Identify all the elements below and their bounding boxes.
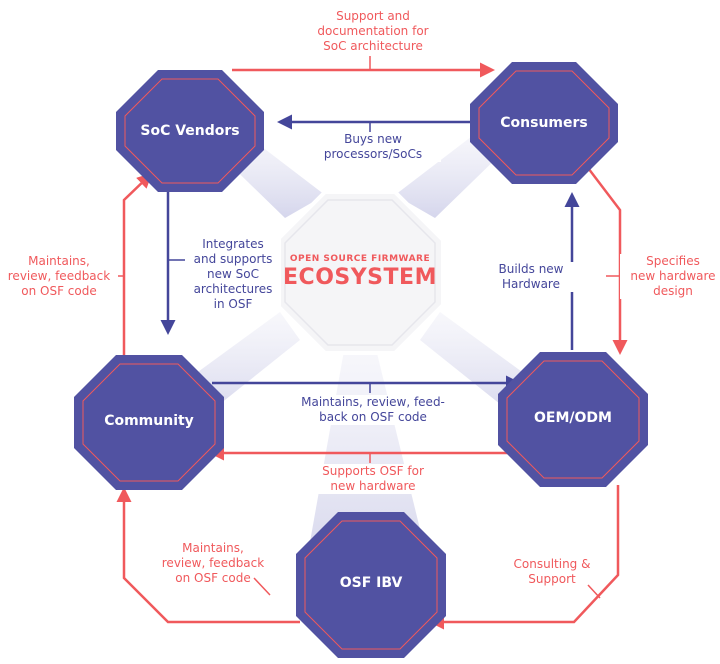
center-ecosystem <box>275 190 445 355</box>
community-label: Community <box>104 413 194 429</box>
soc-vendors-label: SoC Vendors <box>140 123 240 139</box>
node-osf-ibv <box>296 512 446 658</box>
label-connectors <box>110 56 620 599</box>
label-support-documentation: Support and documentation for SoC archit… <box>300 9 446 54</box>
arrow-oem-to-ibv <box>429 485 620 630</box>
node-community <box>74 355 224 490</box>
label-supports-osf: Supports OSF for new hardware <box>305 464 441 494</box>
label-consulting: Consulting & Support <box>513 557 591 586</box>
label-maintains-middle: Maintains, review, feed- back on OSF cod… <box>290 395 456 425</box>
node-oem-odm <box>498 352 648 487</box>
ecosystem-title: ECOSYSTEM <box>283 265 437 290</box>
label-buys-new: Buys new processors/SoCs <box>305 132 441 162</box>
oem-odm-label: OEM/ODM <box>534 410 612 426</box>
ecosystem-subtitle: OPEN SOURCE FIRMWARE <box>289 254 431 264</box>
label-maintains-left: Maintains, review, feedback on OSF code <box>0 254 118 299</box>
arrow-ibv-to-community <box>116 487 300 624</box>
osf-ibv-label: OSF IBV <box>339 575 403 591</box>
arrow-consumers-to-oem <box>581 159 628 355</box>
label-maintains-bottom: Maintains, review, feedback on OSF code <box>161 541 265 585</box>
node-consumers <box>470 62 618 184</box>
label-integrates: Integrates and supports new SoC architec… <box>185 237 281 312</box>
consumers-label: Consumers <box>500 115 588 131</box>
label-specifies: Specifies new hardware design <box>620 254 720 299</box>
node-soc-vendors <box>116 70 264 192</box>
red-arrows <box>116 62 628 630</box>
arrow-community-to-soc <box>122 172 153 358</box>
label-builds-new: Builds new Hardware <box>488 262 574 292</box>
beam-consumers <box>395 130 505 218</box>
